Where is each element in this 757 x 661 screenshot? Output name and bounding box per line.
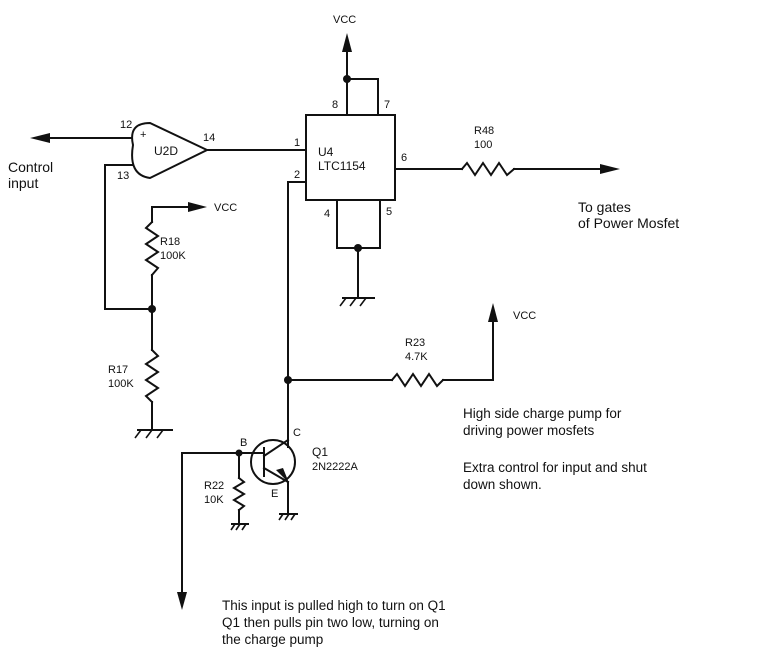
ground-icon	[339, 297, 375, 307]
arrow-down-icon	[177, 592, 187, 610]
note-line: Extra control for input and shut	[463, 460, 647, 475]
note-line: Q1 then pulls pin two low, turning on	[222, 615, 439, 630]
opamp-u2d: + U2D 12 13 14	[117, 119, 215, 182]
ground-icon	[230, 523, 249, 531]
r17-value: 100K	[108, 378, 134, 390]
output-path	[394, 161, 620, 177]
note-line: This input is pulled high to turn on Q1	[222, 598, 446, 613]
q1-emitter-label: E	[271, 488, 278, 500]
wire-pin2	[287, 181, 307, 448]
resistor-r22	[232, 476, 246, 512]
ic-u4: U4 LTC1154 1 2 8 7 6 4 5	[294, 99, 407, 220]
q1-collector-label: C	[293, 427, 301, 439]
resistor-r18	[144, 220, 160, 277]
opamp-pin-14: 14	[203, 132, 215, 144]
divider	[134, 202, 207, 439]
ground-icon	[134, 429, 173, 439]
emitter-arrow-icon	[276, 468, 289, 483]
q1-ref: Q1	[312, 445, 328, 459]
ic-part: LTC1154	[318, 159, 366, 173]
vcc-top	[342, 33, 379, 116]
arrow-right-icon	[188, 202, 207, 212]
r22-ref: R22	[204, 480, 224, 492]
r22-value: 10K	[204, 494, 224, 506]
note-line: the charge pump	[222, 632, 323, 647]
control-input-label-1: Control	[8, 159, 53, 175]
base-network	[177, 449, 249, 610]
opamp-pin-13: 13	[117, 170, 129, 182]
arrow-left-icon	[30, 133, 50, 143]
opamp-ref: U2D	[154, 144, 178, 158]
resistor-r48	[460, 161, 516, 177]
ic-pin-1: 1	[294, 137, 300, 149]
transistor-body	[250, 439, 296, 485]
r48-value: 100	[474, 139, 492, 151]
vcc-label-left: VCC	[214, 202, 237, 214]
ic-pin-4: 4	[324, 208, 330, 220]
output-label-1: To gates	[578, 199, 631, 215]
opamp-plus-sign: +	[140, 129, 146, 141]
description-note: High side charge pump for driving power …	[463, 406, 647, 492]
ic-ground	[336, 199, 381, 307]
ic-ref: U4	[318, 145, 334, 159]
junction-dot	[354, 244, 362, 252]
junction-dot	[343, 75, 351, 83]
input-note: This input is pulled high to turn on Q1 …	[222, 598, 446, 647]
opamp-body	[131, 121, 210, 180]
resistor-r17	[144, 348, 160, 404]
note-line: High side charge pump for	[463, 406, 622, 421]
arrow-right-icon	[600, 164, 620, 174]
wire-feedback	[104, 164, 153, 310]
vcc-label-right: VCC	[513, 310, 536, 322]
ic-pin-2: 2	[294, 169, 300, 181]
resistor-r23	[390, 372, 445, 388]
vcc-label-top: VCC	[333, 14, 356, 26]
arrow-up-icon	[488, 303, 498, 322]
arrow-up-icon	[342, 33, 352, 52]
ic-pin-6: 6	[401, 152, 407, 164]
note-line: down shown.	[463, 477, 542, 492]
junction-dot	[148, 305, 156, 313]
r23-value: 4.7K	[405, 351, 428, 363]
r23-ref: R23	[405, 337, 425, 349]
ground-icon	[278, 513, 298, 521]
r18-ref: R18	[160, 236, 180, 248]
control-input-line	[30, 133, 133, 143]
q1-base-label: B	[240, 437, 247, 449]
r18-value: 100K	[160, 250, 186, 262]
opamp-pin-12: 12	[120, 119, 132, 131]
ic-pin-8: 8	[332, 99, 338, 111]
control-input-label-2: input	[8, 175, 38, 191]
output-label-2: of Power Mosfet	[578, 215, 679, 231]
r23-path	[287, 303, 498, 388]
ic-body	[305, 114, 396, 201]
transistor-q1	[238, 438, 298, 521]
note-line: driving power mosfets	[463, 423, 595, 438]
q1-part: 2N2222A	[312, 461, 359, 473]
ic-pin-5: 5	[386, 206, 392, 218]
r17-ref: R17	[108, 364, 128, 376]
ic-pin-7: 7	[384, 99, 390, 111]
r48-ref: R48	[474, 125, 494, 137]
